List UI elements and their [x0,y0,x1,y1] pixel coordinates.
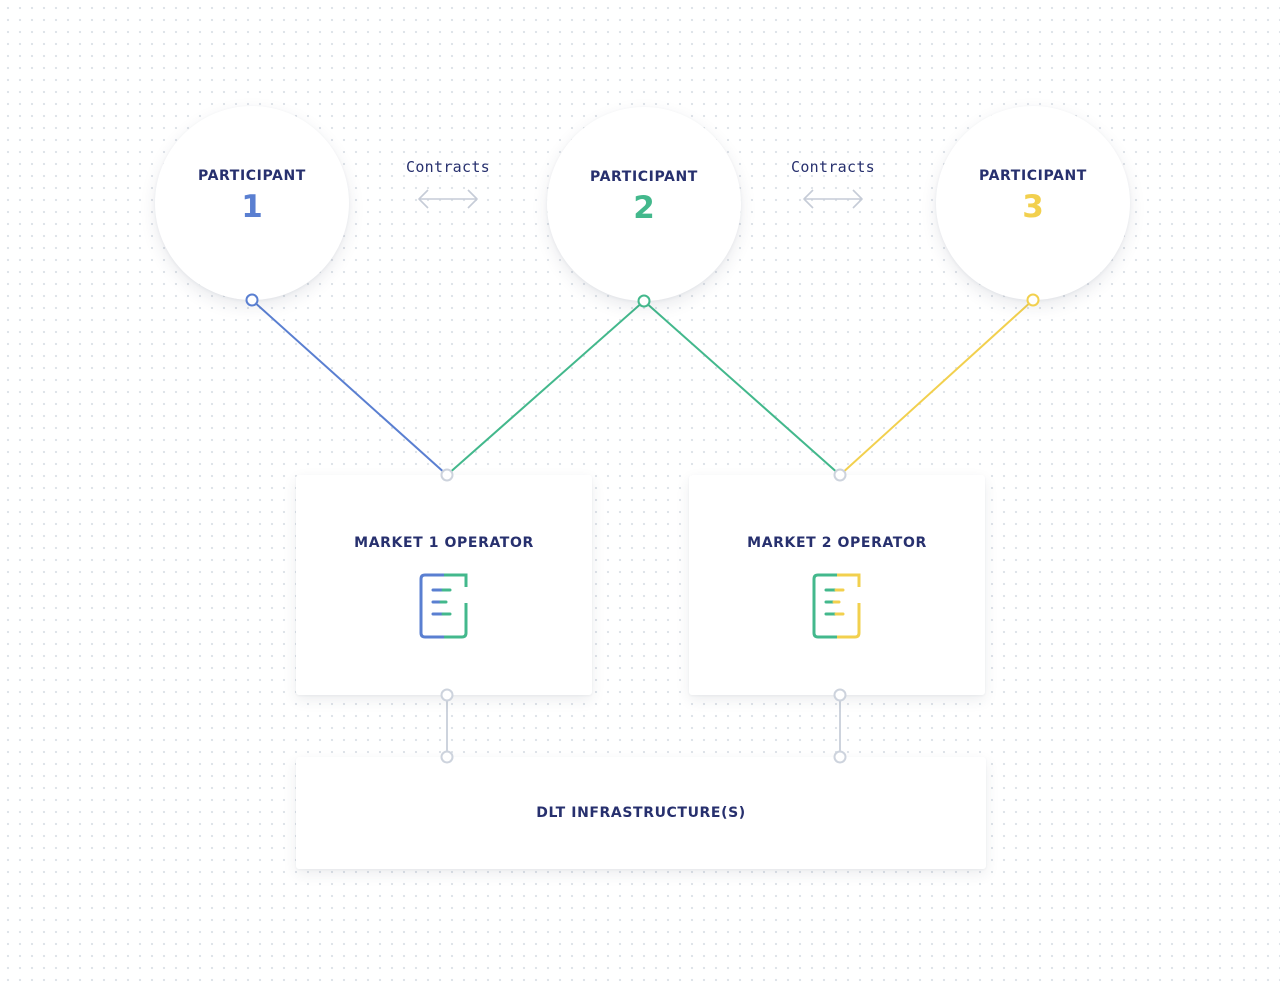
participant-3-node: PARTICIPANT 3 [936,106,1130,300]
line-participant-2-market-2 [643,300,841,476]
line-participant-1-market-1 [251,299,448,476]
participant-3-number: 3 [1022,189,1044,225]
participant-3-label: PARTICIPANT [979,168,1087,184]
line-participant-2-market-1 [446,300,645,476]
participant-1-number: 1 [241,189,263,225]
participant-2-number: 2 [633,190,655,226]
participant-2-node: PARTICIPANT 2 [547,107,741,301]
participant-1-node: PARTICIPANT 1 [155,106,349,300]
contracts-1-2: Contracts [388,158,508,210]
market-1-operator-card: MARKET 1 OPERATOR [296,475,592,695]
market-2-operator-title: MARKET 2 OPERATOR [747,535,927,551]
participant-2-label: PARTICIPANT [590,169,698,185]
contracts-label: Contracts [791,158,875,176]
contracts-label: Contracts [406,158,490,176]
dlt-infrastructure-card: DLT INFRASTRUCTURE(S) [296,757,986,869]
double-arrow-icon [803,189,863,209]
contracts-2-3: Contracts [773,158,893,210]
dlt-infrastructure-title: DLT INFRASTRUCTURE(S) [536,805,746,821]
ledger-document-icon [812,573,861,639]
double-arrow-icon [418,189,478,209]
ledger-document-icon [419,573,468,639]
participant-1-label: PARTICIPANT [198,168,306,184]
line-participant-3-market-2 [839,299,1034,476]
market-1-operator-title: MARKET 1 OPERATOR [354,535,534,551]
market-2-operator-card: MARKET 2 OPERATOR [689,475,985,695]
